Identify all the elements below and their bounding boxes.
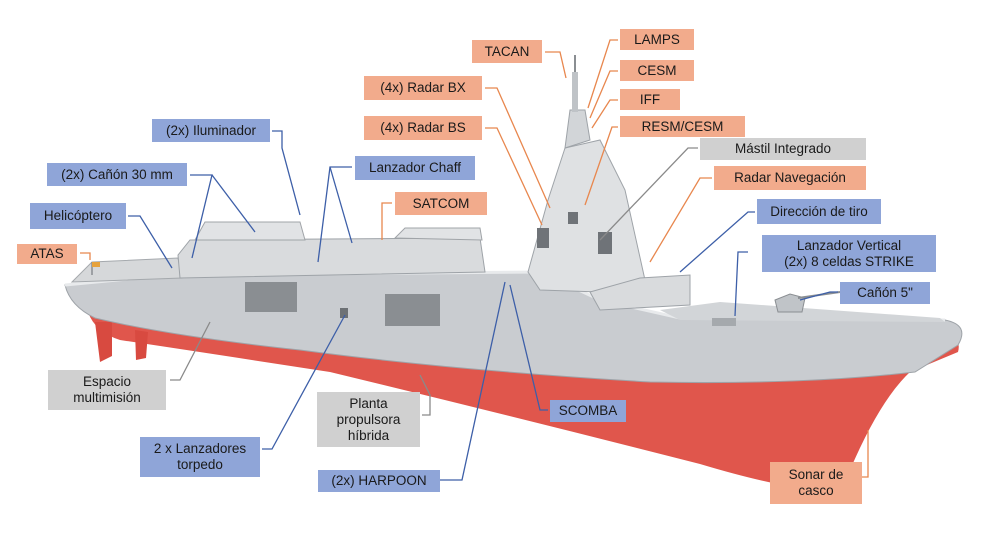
label-canon-30mm: (2x) Cañón 30 mm bbox=[47, 163, 187, 186]
label-tacan: TACAN bbox=[472, 40, 542, 63]
label-atas: ATAS bbox=[17, 244, 77, 264]
label-torpedo-line1: 2 x Lanzadores bbox=[153, 441, 247, 456]
leader-canon5 bbox=[799, 291, 838, 301]
label-lanzador-vertical-line1: Lanzador Vertical bbox=[796, 237, 902, 253]
leader-radar-nav bbox=[649, 177, 712, 263]
leader-scomba bbox=[509, 284, 548, 411]
main-tower bbox=[527, 139, 646, 293]
label-harpoon: (2x) HARPOON bbox=[318, 470, 440, 492]
vls-cells bbox=[712, 318, 736, 326]
label-cesm: CESM bbox=[620, 60, 694, 81]
label-iluminador: (2x) Iluminador bbox=[152, 119, 270, 142]
label-radar-bx: (4x) Radar BX bbox=[364, 76, 482, 100]
hull-panel-1 bbox=[245, 282, 297, 312]
hangar-top bbox=[194, 221, 306, 241]
label-planta-line2: propulsora bbox=[336, 411, 401, 427]
leader-iff bbox=[591, 99, 618, 129]
leader-torpedo bbox=[262, 314, 346, 450]
label-direccion-tiro: Dirección de tiro bbox=[757, 199, 881, 224]
hull-gray bbox=[64, 271, 963, 384]
label-espacio-line2: multimisión bbox=[73, 390, 141, 405]
leader-satcom bbox=[381, 202, 392, 240]
leader-atas bbox=[80, 252, 91, 260]
rudder-2 bbox=[135, 330, 148, 360]
label-lanzadores-torpedo: 2 x Lanzadores torpedo bbox=[140, 437, 260, 477]
mast bbox=[564, 109, 591, 149]
label-scomba: SCOMBA bbox=[550, 400, 626, 422]
label-lanzador-chaff: Lanzador Chaff bbox=[355, 156, 475, 180]
label-iff: IFF bbox=[620, 89, 680, 110]
leader-harpoon bbox=[440, 281, 506, 481]
label-sonar-line1: Sonar de bbox=[788, 467, 844, 482]
label-lanzador-vertical-line2: (2x) 8 celdas STRIKE bbox=[784, 253, 914, 269]
leader-canon30-2 bbox=[211, 174, 256, 233]
leader-radar-bs bbox=[485, 127, 543, 226]
label-torpedo-line2: torpedo bbox=[177, 457, 223, 472]
label-planta-line3: híbrida bbox=[347, 427, 390, 443]
bridge bbox=[589, 274, 691, 311]
rudder bbox=[95, 322, 112, 362]
label-lamps: LAMPS bbox=[620, 29, 694, 50]
label-lanzador-vertical: Lanzador Vertical (2x) 8 celdas STRIKE bbox=[762, 235, 936, 272]
label-satcom: SATCOM bbox=[395, 192, 487, 215]
leader-lines bbox=[80, 39, 869, 481]
leader-iluminador bbox=[272, 130, 301, 216]
leader-direccion bbox=[679, 211, 755, 273]
mast-top bbox=[572, 72, 578, 112]
leader-vertical bbox=[734, 251, 748, 317]
label-planta-propulsora: Planta propulsora híbrida bbox=[317, 392, 420, 447]
helicopter-deck bbox=[70, 257, 183, 283]
label-sonar-line2: casco bbox=[798, 483, 834, 498]
label-mastil-integrado: Mástil Integrado bbox=[700, 138, 866, 160]
leader-planta bbox=[419, 374, 431, 416]
label-resm-cesm: RESM/CESM bbox=[620, 116, 745, 137]
radar-face-3 bbox=[568, 212, 578, 224]
leader-radar-bx bbox=[485, 87, 551, 209]
leader-mastil bbox=[599, 147, 698, 241]
label-radar-navegacion: Radar Navegación bbox=[714, 166, 866, 190]
radar-face-1 bbox=[537, 228, 549, 248]
leader-lamps bbox=[587, 39, 618, 109]
leader-tacan bbox=[545, 51, 567, 79]
ship-illustration bbox=[64, 55, 963, 489]
gun-turret bbox=[774, 293, 806, 313]
label-canon-5: Cañón 5" bbox=[840, 282, 930, 304]
satcom-block bbox=[393, 227, 483, 241]
hangar-block bbox=[177, 237, 486, 279]
atas-flag bbox=[92, 262, 100, 267]
label-espacio-line1: Espacio bbox=[82, 374, 132, 389]
label-radar-bs: (4x) Radar BS bbox=[364, 116, 482, 140]
label-sonar-casco: Sonar de casco bbox=[770, 462, 862, 504]
hull-door bbox=[340, 308, 348, 318]
label-planta-line1: Planta bbox=[349, 395, 388, 411]
leader-resm bbox=[584, 126, 618, 206]
label-helicoptero: Helicóptero bbox=[30, 203, 126, 229]
leader-cesm bbox=[589, 70, 618, 119]
label-espacio-multimision: Espacio multimisión bbox=[48, 370, 166, 410]
leader-helicoptero bbox=[128, 215, 173, 269]
leader-sonar bbox=[862, 430, 869, 478]
leader-chaff-2 bbox=[329, 166, 353, 244]
hull-panel-2 bbox=[385, 294, 440, 326]
leader-espacio bbox=[170, 321, 211, 381]
